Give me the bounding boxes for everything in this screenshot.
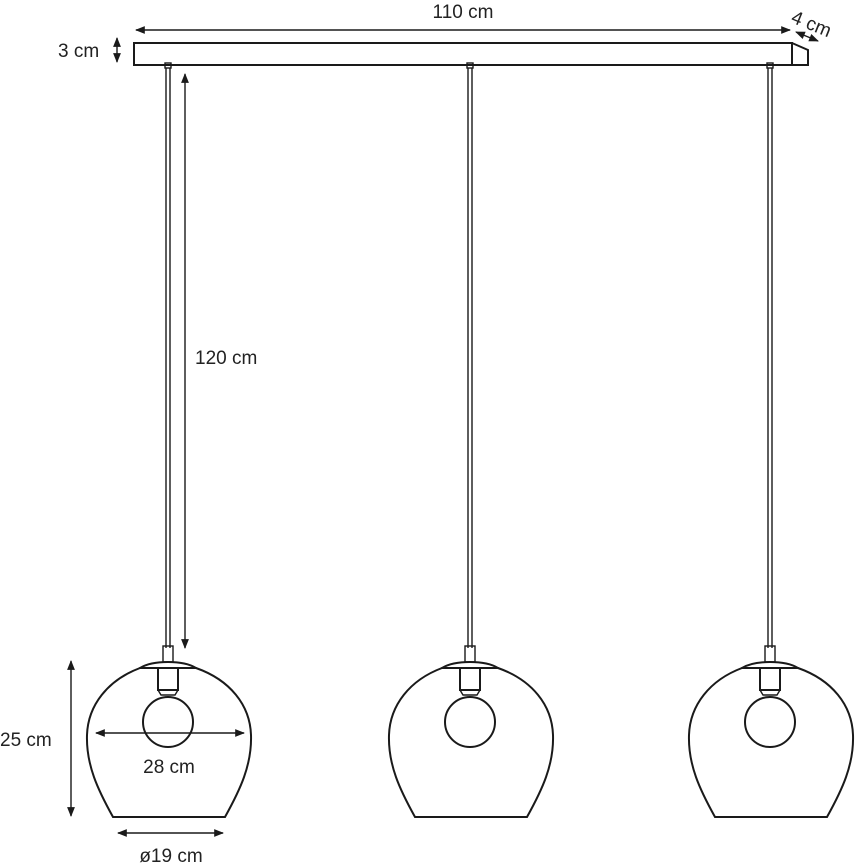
cord-length-label: 120 cm	[195, 348, 257, 369]
canopy-length-label: 110 cm	[433, 2, 494, 23]
shade-width-label: 28 cm	[143, 757, 195, 778]
pendant-shade-2	[387, 645, 555, 818]
canopy-depth-label: 4 cm	[788, 7, 834, 42]
shade-opening-label: ø19 cm	[139, 846, 202, 867]
cords	[164, 62, 774, 648]
shade-height-label: 25 cm	[0, 730, 52, 751]
pendant-shade-3	[687, 645, 855, 818]
pendant-shade-1	[85, 645, 253, 818]
canopy-depth-arrow	[795, 31, 819, 42]
canopy	[133, 42, 809, 66]
canopy-height-label: 3 cm	[58, 41, 99, 62]
